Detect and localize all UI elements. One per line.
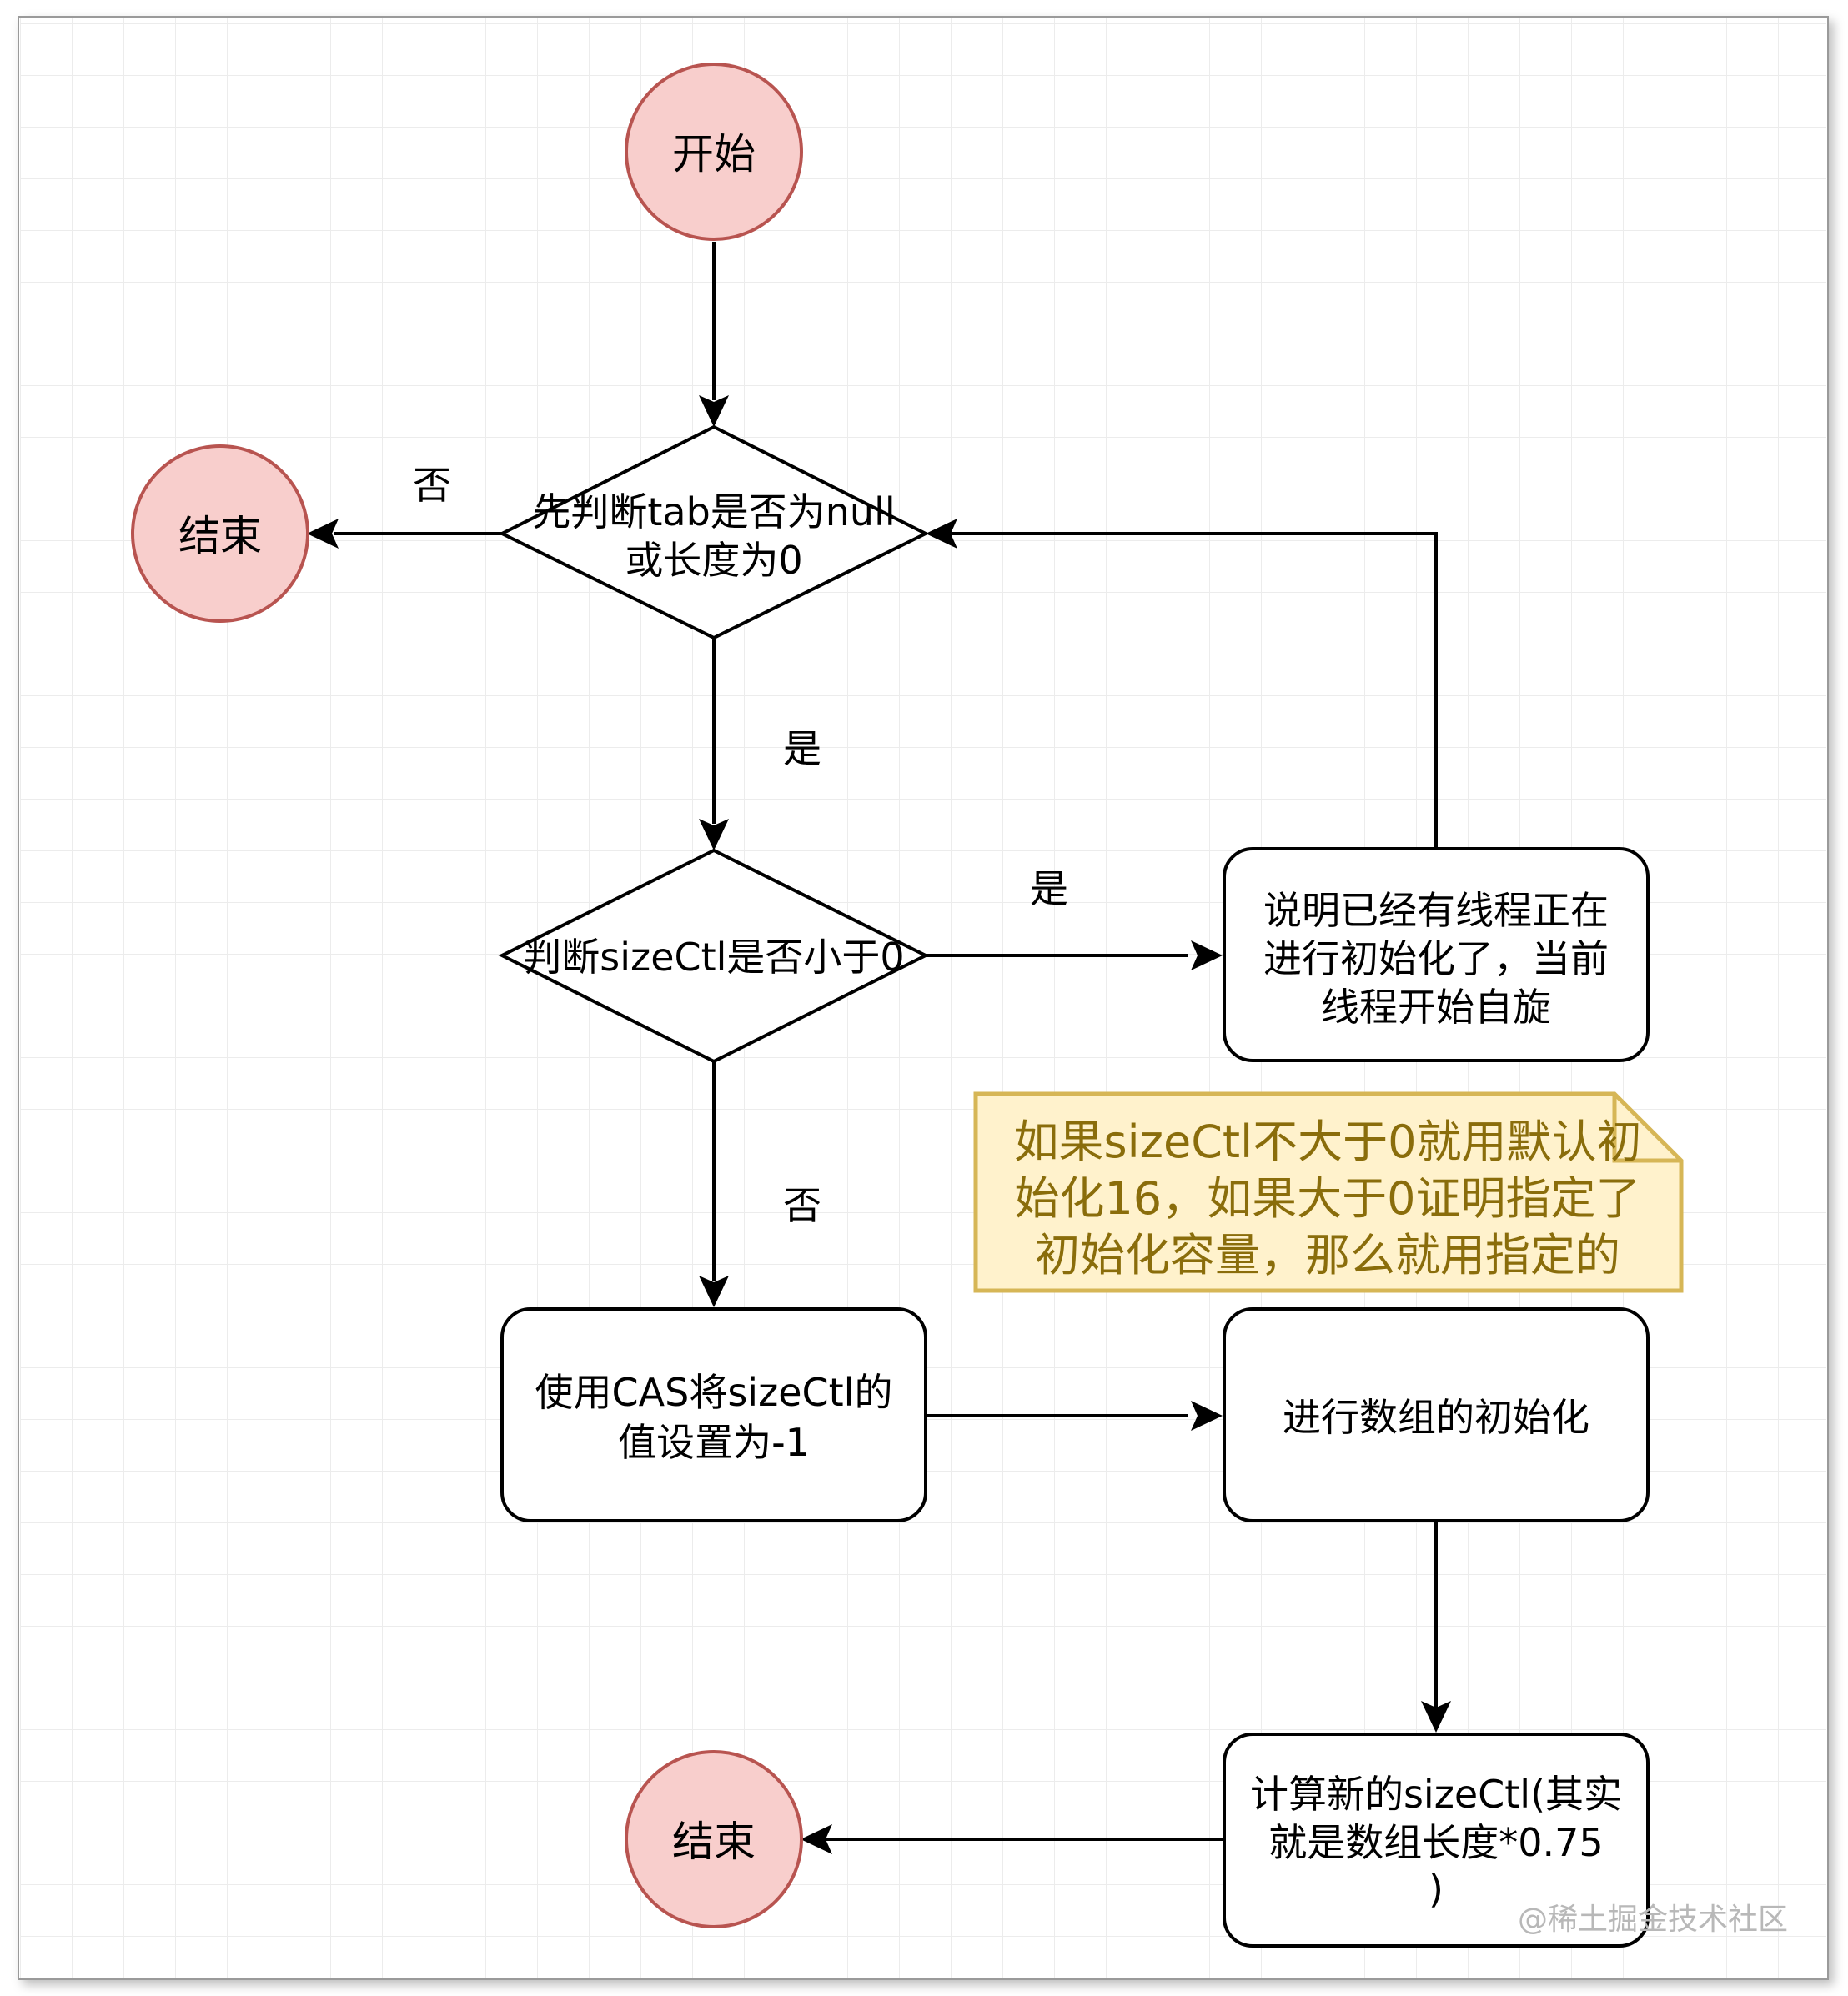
note-line-2: 始化16，如果大于0证明指定了	[1014, 1172, 1640, 1225]
spin-line-3: 线程开始自旋	[1321, 985, 1551, 1030]
start-label: 开始	[672, 130, 756, 178]
arrowhead-loop	[926, 519, 957, 549]
end-left-label: 结束	[178, 512, 262, 560]
end-node-left[interactable]: 结束	[131, 444, 309, 623]
note-line-3: 初始化容量，那么就用指定的	[1035, 1229, 1620, 1281]
cas-line-2: 值设置为-1	[618, 1420, 810, 1465]
process-compute[interactable]: 计算新的sizeCtl(其实 就是数组长度*0.75 )	[1223, 1733, 1650, 1948]
arrowhead-compute	[1421, 1701, 1451, 1733]
start-node[interactable]: 开始	[625, 63, 803, 241]
arrowhead-end-bottom	[801, 1824, 832, 1854]
edge-label-sizectl-no: 否	[783, 1183, 821, 1228]
process-cas[interactable]: 使用CAS将sizeCtl的 值设置为-1	[500, 1307, 927, 1522]
edge-label-tab-no: 否	[413, 463, 451, 508]
arrowhead-check-sizectl	[699, 819, 729, 850]
check-tab-line-1: 先判断tab是否为null	[532, 489, 895, 534]
check-tab-line-2: 或长度为0	[625, 538, 802, 583]
arrowhead-check-tab	[699, 395, 729, 427]
end-node-bottom[interactable]: 结束	[625, 1750, 803, 1928]
decision-check-sizectl[interactable]: 判断sizeCtl是否小于0	[498, 848, 930, 1064]
arrowheads	[307, 395, 1451, 1854]
cas-line-1: 使用CAS将sizeCtl的	[535, 1370, 893, 1415]
decision-check-tab[interactable]: 先判断tab是否为null 或长度为0	[498, 424, 930, 640]
end-bottom-label: 结束	[672, 1818, 756, 1866]
arrowhead-end-left	[307, 519, 339, 549]
check-sizectl-label: 判断sizeCtl是否小于0	[523, 935, 904, 980]
watermark: @稀土掘金技术社区	[1518, 1903, 1788, 1937]
compute-line-3: )	[1429, 1867, 1444, 1912]
spin-line-2: 进行初始化了，当前	[1263, 936, 1609, 981]
compute-line-2: 就是数组长度*0.75	[1268, 1820, 1603, 1865]
edge-label-sizectl-yes: 是	[1030, 866, 1068, 911]
edge-label-tab-yes: 是	[783, 726, 821, 771]
note-line-1: 如果sizeCtl不大于0就用默认初	[1014, 1116, 1642, 1168]
compute-line-1: 计算新的sizeCtl(其实	[1250, 1772, 1622, 1817]
arrowhead-init-array	[1191, 1401, 1223, 1431]
edges	[334, 242, 1438, 1841]
arrowhead-cas	[699, 1276, 729, 1307]
spin-line-1: 说明已经有线程正在	[1263, 888, 1609, 933]
edge-spin-loop-to-check-tab[interactable]	[951, 532, 1438, 849]
note-callout[interactable]: 如果sizeCtl不大于0就用默认初 始化16，如果大于0证明指定了 初始化容量…	[973, 1091, 1684, 1293]
process-spin[interactable]: 说明已经有线程正在 进行初始化了，当前 线程开始自旋	[1223, 847, 1650, 1062]
process-init-array[interactable]: 进行数组的初始化	[1223, 1307, 1650, 1522]
arrowhead-spin	[1191, 940, 1223, 970]
init-array-label: 进行数组的初始化	[1283, 1395, 1589, 1440]
